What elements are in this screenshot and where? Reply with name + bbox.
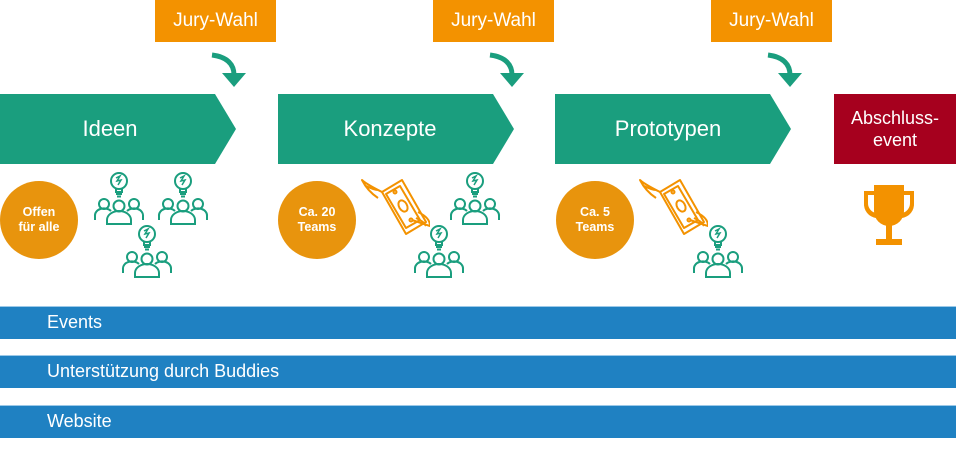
curved-arrow-down-icon bbox=[208, 50, 248, 92]
phase-label: Konzepte bbox=[343, 116, 437, 141]
flying-money-icon bbox=[360, 170, 430, 240]
circle-line2: Teams bbox=[575, 220, 615, 234]
final-label-line2: event bbox=[872, 130, 918, 150]
final-label-line1: Abschluss- bbox=[850, 108, 940, 128]
circle-line1: Offen bbox=[22, 205, 56, 219]
circle-line1: Ca. 20 bbox=[298, 205, 336, 219]
bar-buddies: Unterstützung durch Buddies bbox=[0, 355, 956, 388]
circle-line2: Teams bbox=[297, 220, 337, 234]
flying-money-icon bbox=[638, 170, 708, 240]
trophy-icon bbox=[863, 185, 915, 245]
abschlussevent-box: Abschluss-event bbox=[834, 94, 956, 164]
bar-label: Events bbox=[47, 312, 103, 332]
team-idea-icon bbox=[449, 170, 501, 226]
jury-wahl-label-3: Jury-Wahl bbox=[711, 0, 832, 42]
curved-arrow-down-icon bbox=[764, 50, 804, 92]
team-idea-icon bbox=[121, 223, 173, 279]
bar-label: Website bbox=[47, 411, 112, 431]
team-idea-icon bbox=[93, 170, 145, 226]
bar-events: Events bbox=[0, 306, 956, 339]
bar-website: Website bbox=[0, 405, 956, 438]
curved-arrow-down-icon bbox=[486, 50, 526, 92]
phase-label: Ideen bbox=[82, 116, 138, 141]
circle-line2: für alle bbox=[18, 220, 60, 234]
bar-label: Unterstützung durch Buddies bbox=[47, 361, 280, 381]
phase-prototypen: Prototypen bbox=[555, 94, 795, 164]
phase-konzepte: Konzepte bbox=[278, 94, 518, 164]
circle-line1: Ca. 5 bbox=[580, 205, 610, 219]
team-idea-icon bbox=[157, 170, 209, 226]
phase-label: Prototypen bbox=[614, 116, 722, 141]
phase-ideen: Ideen bbox=[0, 94, 240, 164]
jury-wahl-label-2: Jury-Wahl bbox=[433, 0, 554, 42]
jury-wahl-label-1: Jury-Wahl bbox=[155, 0, 276, 42]
